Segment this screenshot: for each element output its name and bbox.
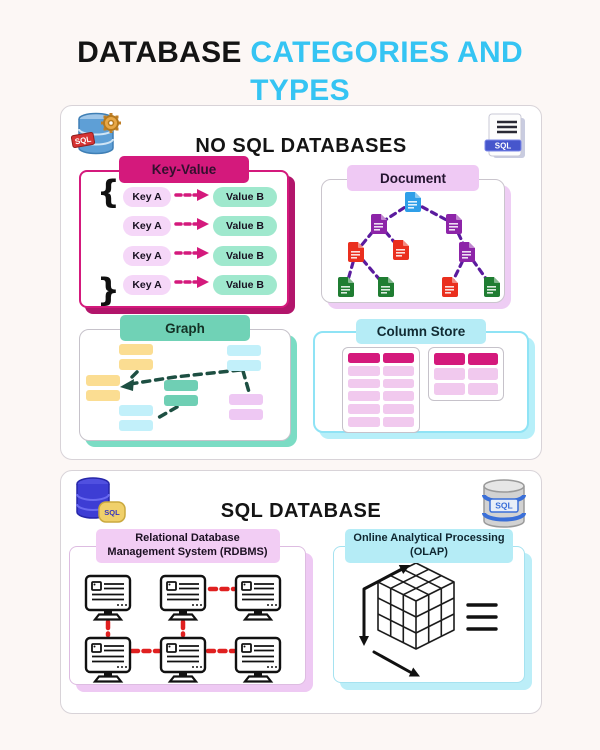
doc-node-green [338,277,354,297]
table-header-cell [382,353,414,363]
open-brace: { [97,173,120,211]
table-cell [348,417,380,427]
arrow-icon [174,246,210,265]
sql-section-title: SQL DATABASE [220,499,382,522]
olap-panel: Online Analytical Processing (OLAP) [333,529,525,683]
nosql-file-badge-text: SQL [495,142,512,151]
doc-node-blue [405,192,421,212]
rdbms-label-line2: Management System (RDBMS) [107,546,268,558]
close-brace: } [97,271,120,309]
doc-node-purple [446,214,462,234]
doc-node-green [484,277,500,297]
rdbms-label-line1: Relational Database [135,532,240,545]
computer-icon [234,574,282,621]
table-cell [348,365,380,376]
olap-cube-icon [359,562,498,677]
nosql-section-title: NO SQL DATABASES [195,134,407,157]
graph-node-teal [164,380,198,406]
key-value-row: Key A Value B [121,187,279,207]
title-black-part: DATABASE [77,36,242,70]
graph-node-cyan [227,345,261,371]
doc-node-red [393,240,409,260]
table-header-cell [434,353,465,365]
document-tree-diagram [338,192,500,297]
sql-database-icon: SQL [71,475,127,534]
table-header-cell [348,353,380,363]
table-header-cell [467,353,498,365]
table-cell [434,368,465,380]
key-value-rows: Key A Value B Key A Value B Key A Value … [121,187,279,295]
graph-node-purple [229,394,263,420]
olap-label-line2: (OLAP) [410,546,448,558]
key-pill: Key A [123,216,171,237]
computer-icon [159,574,207,621]
table-cell [382,391,414,402]
arrow-icon [174,188,210,207]
computer-icon [159,636,207,683]
olap-label: Online Analytical Processing (OLAP) [345,529,513,563]
doc-node-red [442,277,458,297]
doc-node-purple [371,214,387,234]
computer-icon [84,636,132,683]
table-cell [382,417,414,427]
graph-label: Graph [120,315,250,341]
arrow-icon [174,217,210,236]
column-store-table-large [342,347,420,433]
computer-icon [234,636,282,683]
table-cell [348,378,380,389]
table-cell [348,404,380,415]
rdbms-label: Relational Database Management System (R… [95,529,280,563]
olap-label-line1: Online Analytical Processing [353,532,505,545]
key-value-row: Key A Value B [121,245,279,266]
nosql-section: SQL NO SQL DATABASES SQL Key-Value { } K… [60,105,542,460]
graph-node-yellow [86,375,120,401]
table-cell [382,404,414,415]
arrow-icon [174,275,210,294]
key-value-label: Key-Value [119,156,249,183]
nosql-database-gear-icon: SQL [70,110,125,167]
table-cell [467,383,498,395]
document-label: Document [347,165,479,191]
doc-node-purple [459,242,475,262]
sql-db-badge-text: SQL [104,508,120,517]
graph-panel: Graph [79,315,291,441]
table-cell [382,365,414,376]
graph-node-yellow [119,344,153,370]
sql-file-icon: SQL [483,112,529,167]
document-panel: Document [321,165,505,303]
table-cell [467,368,498,380]
sql-cylinder-badge-text: SQL [495,501,512,511]
graph-diagram [86,344,263,431]
nosql-db-badge-text: SQL [74,135,92,147]
key-pill: Key A [123,245,171,266]
column-store-label: Column Store [356,319,486,344]
table-cell [434,383,465,395]
graph-node-cyan [119,405,153,431]
table-cell [348,391,380,402]
page-title: DATABASE CATEGORIES AND TYPES [40,34,560,110]
gear-icon [101,113,121,133]
title-cyan-part: CATEGORIES AND TYPES [250,36,523,108]
doc-node-green [378,277,394,297]
key-pill: Key A [123,274,171,295]
rdbms-network-diagram [84,574,282,683]
value-pill: Value B [213,274,277,295]
rdbms-panel: Relational Database Management System (R… [69,529,306,685]
column-store-table-small [428,347,504,401]
key-value-panel: Key-Value { } Key A Value B Key A Value … [79,156,289,309]
sql-cylinder-icon: SQL [479,477,529,536]
key-value-row: Key A Value B [121,216,279,237]
value-pill: Value B [213,216,277,237]
column-store-panel: Column Store [313,319,529,433]
sql-section: SQL SQL DATABASE SQL Relational Database… [60,470,542,714]
key-pill: Key A [123,187,171,207]
computer-icon [84,574,132,621]
value-pill: Value B [213,245,277,266]
table-cell [382,378,414,389]
key-value-row: Key A Value B [121,274,279,295]
value-pill: Value B [213,187,277,207]
